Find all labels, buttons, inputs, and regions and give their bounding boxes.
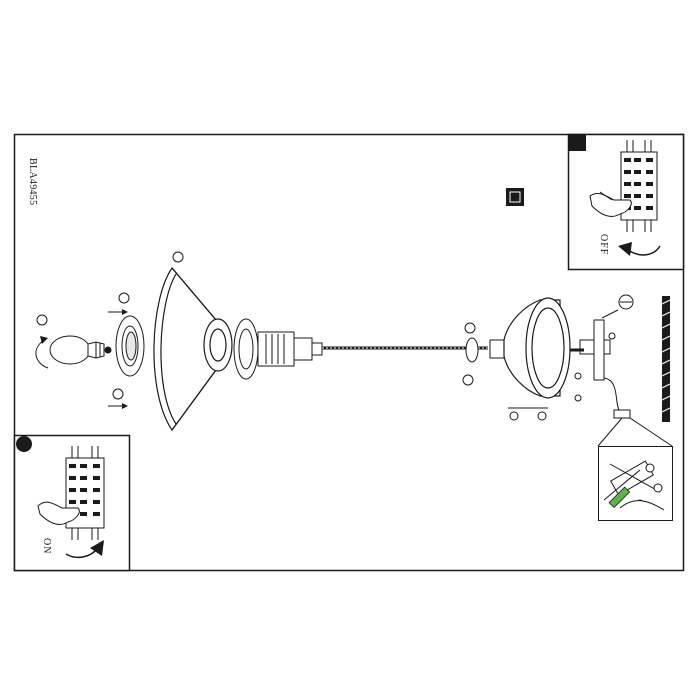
screw-icon	[608, 332, 616, 340]
lamp-shade-icon	[153, 267, 233, 432]
screw-icon	[574, 394, 582, 402]
wall-icon	[661, 296, 671, 422]
hand-icon	[37, 501, 80, 525]
terminal-block-icon	[65, 446, 105, 540]
terminal-block-icon	[620, 140, 658, 232]
bulb-socket-icon	[233, 318, 323, 380]
shade-ring-icon	[115, 315, 145, 377]
canopy-connector-icon	[465, 337, 505, 363]
wiring-detail-icon	[597, 417, 673, 521]
on-label: ON	[41, 538, 52, 555]
off-inset	[567, 133, 685, 271]
off-inset-corner-marker	[569, 135, 586, 151]
step-marker-icon	[36, 314, 48, 326]
ceiling-canopy-icon	[503, 297, 571, 399]
screw-icon	[537, 411, 547, 421]
ground-symbol-icon	[506, 188, 524, 206]
on-inset-corner-marker	[16, 436, 32, 452]
hand-icon	[589, 193, 632, 217]
product-code: BLA49455	[27, 158, 38, 206]
frame	[13, 133, 685, 572]
on-inset	[13, 434, 131, 572]
step-marker-icon	[172, 251, 184, 263]
rotate-arrow-icon	[35, 339, 49, 369]
bulb-icon	[49, 335, 112, 365]
mounting-bracket-icon	[570, 294, 634, 381]
step-marker-icon	[464, 322, 476, 334]
step-marker-icon	[462, 374, 474, 386]
screw-icon	[509, 411, 519, 421]
step-marker-icon	[112, 388, 124, 400]
step-marker-icon	[118, 292, 130, 304]
wire-connector-icon	[613, 409, 631, 419]
rotate-arrow-icon	[627, 245, 661, 256]
ground-wire-icon	[608, 486, 631, 509]
screw-icon	[574, 372, 582, 380]
wire-icon	[603, 377, 621, 413]
off-label: OFF	[598, 234, 609, 256]
